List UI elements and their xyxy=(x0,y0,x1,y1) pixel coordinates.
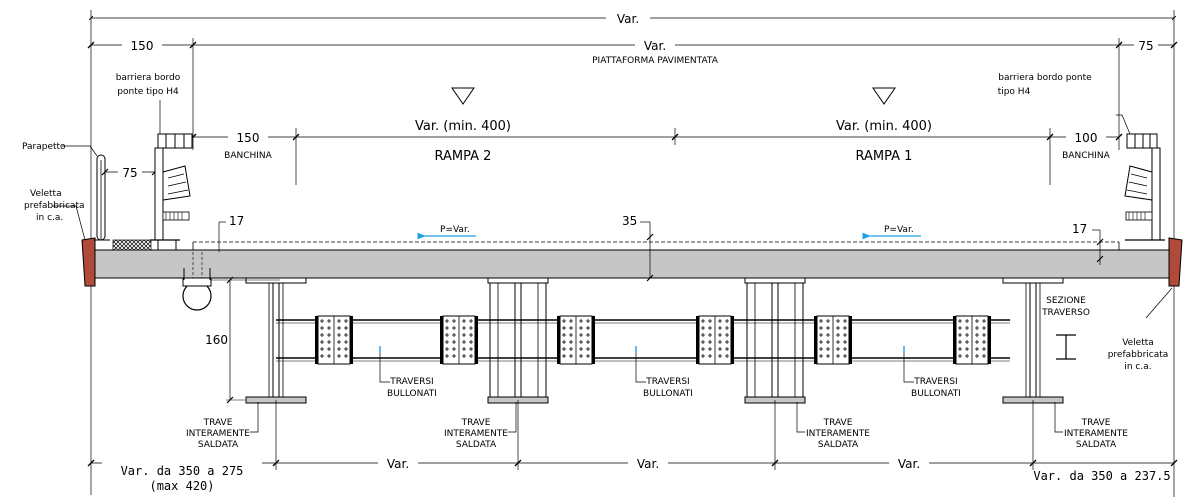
bottom-left-dimension: Var. da 350 a 275 xyxy=(121,464,244,478)
barrier-right xyxy=(1124,133,1165,241)
slope-left-label: P=Var. xyxy=(440,225,470,235)
trave-label-4-line3: SALDATA xyxy=(1076,440,1117,450)
sidewalk-grating xyxy=(112,239,152,251)
splice-plate-2 xyxy=(440,315,478,365)
barrier-left-label-line1: barriera bordo xyxy=(116,73,181,83)
veletta-left-label-line2: prefabbricata xyxy=(24,201,85,211)
splice-plate-6 xyxy=(953,315,991,365)
right-banchina-dimension: 100 xyxy=(1075,131,1098,145)
girder-1 xyxy=(245,277,307,404)
parapetto-label: Parapetto xyxy=(22,142,66,152)
trave-label-1-line3: SALDATA xyxy=(198,440,239,450)
rampa2-label: RAMPA 2 xyxy=(435,149,492,164)
bolted-splices xyxy=(315,315,991,365)
rampa1-width-dimension: Var. (min. 400) xyxy=(836,119,932,134)
slab-thickness-dimension: 35 xyxy=(622,214,637,228)
veletta-right-label-line2: prefabbricata xyxy=(1108,350,1169,360)
utility-pipe xyxy=(182,268,212,311)
left-edge-dimension: 150 xyxy=(131,39,154,53)
sezione-traverso-icon xyxy=(1056,334,1076,360)
parapet-offset-dimension: 75 xyxy=(122,166,137,180)
lane-dimensions xyxy=(189,128,1123,185)
trave-label-3-line1: TRAVE xyxy=(823,418,853,428)
trave-leaders xyxy=(250,402,1063,433)
veletta-right-shape xyxy=(1168,237,1183,287)
traversi-label-2-line2: BULLONATI xyxy=(643,389,693,399)
splice-plate-1 xyxy=(315,315,353,365)
beam-height-dimension: 160 xyxy=(205,333,228,347)
left-banchina-label: BANCHINA xyxy=(224,151,273,161)
barrier-right-label-line2: tipo H4 xyxy=(998,87,1031,97)
barrier-left-label-line2: ponte tipo H4 xyxy=(117,87,179,97)
pavement-dim-right xyxy=(1092,229,1104,265)
trave-label-1-line2: INTERAMENTE xyxy=(186,429,250,439)
veletta-right-label-line3: in c.a. xyxy=(1124,362,1151,372)
trave-label-4-line1: TRAVE xyxy=(1081,418,1111,428)
right-edge-dimension: 75 xyxy=(1138,39,1153,53)
bottom-right-dimension: Var. da 350 a 237.5 xyxy=(1033,469,1170,483)
left-banchina-dimension: 150 xyxy=(237,131,260,145)
traversi-label-1-line1: TRAVERSI xyxy=(389,377,433,387)
bottom-spacing-3: Var. xyxy=(898,457,920,471)
parapet-post xyxy=(94,154,110,241)
level-marker-right-icon xyxy=(872,87,896,105)
total-width-dimension: Var. xyxy=(617,12,639,26)
trave-label-2-line2: INTERAMENTE xyxy=(444,429,508,439)
sezione-traverso-label-line1: SEZIONE xyxy=(1046,296,1086,306)
veletta-left-shape xyxy=(81,237,96,287)
pavement-right-dimension: 17 xyxy=(1072,222,1087,236)
barrier-left xyxy=(150,133,193,250)
trave-label-1-line1: TRAVE xyxy=(203,418,233,428)
girder-3 xyxy=(744,277,806,404)
bottom-spacing-2: Var. xyxy=(637,457,659,471)
splice-plate-4 xyxy=(696,315,734,365)
traversi-label-3-line2: BULLONATI xyxy=(911,389,961,399)
right-banchina-label: BANCHINA xyxy=(1062,151,1111,161)
veletta-right-label-line1: Veletta xyxy=(1122,338,1154,348)
traversi-label-2-line1: TRAVERSI xyxy=(645,377,689,387)
rampa1-label: RAMPA 1 xyxy=(856,149,913,164)
deck-slab xyxy=(87,241,1177,279)
platform-label: PIATTAFORMA PAVIMENTATA xyxy=(592,56,719,66)
level-marker-left-icon xyxy=(451,87,475,105)
veletta-left-label-line3: in c.a. xyxy=(36,213,63,223)
bottom-left-max-dimension: (max 420) xyxy=(149,479,214,493)
barrier-right-label-line1: barriera bordo ponte xyxy=(998,73,1092,83)
trave-label-2-line3: SALDATA xyxy=(456,440,497,450)
girder-2 xyxy=(487,277,549,404)
splice-plate-3 xyxy=(557,315,595,365)
cross-bracing xyxy=(276,319,1010,362)
trave-label-3-line3: SALDATA xyxy=(818,440,859,450)
pavement-left-dimension: 17 xyxy=(229,214,244,228)
traversi-label-3-line1: TRAVERSI xyxy=(913,377,957,387)
trave-label-2-line1: TRAVE xyxy=(461,418,491,428)
platform-width-dimension: Var. xyxy=(644,39,666,53)
traversi-leaders xyxy=(379,346,914,383)
beam-height-dim xyxy=(210,276,280,404)
bottom-spacing-1: Var. xyxy=(387,457,409,471)
slab-thickness-dim xyxy=(640,221,654,282)
pavement-dim-left xyxy=(218,221,226,252)
slope-right-label: P=Var. xyxy=(884,225,914,235)
veletta-left-label-line1: Veletta xyxy=(30,189,62,199)
traversi-label-1-line2: BULLONATI xyxy=(387,389,437,399)
sezione-traverso-label-line2: TRAVERSO xyxy=(1041,308,1090,318)
rampa2-width-dimension: Var. (min. 400) xyxy=(415,119,511,134)
trave-label-4-line2: INTERAMENTE xyxy=(1064,429,1128,439)
splice-plate-5 xyxy=(814,315,852,365)
trave-label-3-line2: INTERAMENTE xyxy=(806,429,870,439)
